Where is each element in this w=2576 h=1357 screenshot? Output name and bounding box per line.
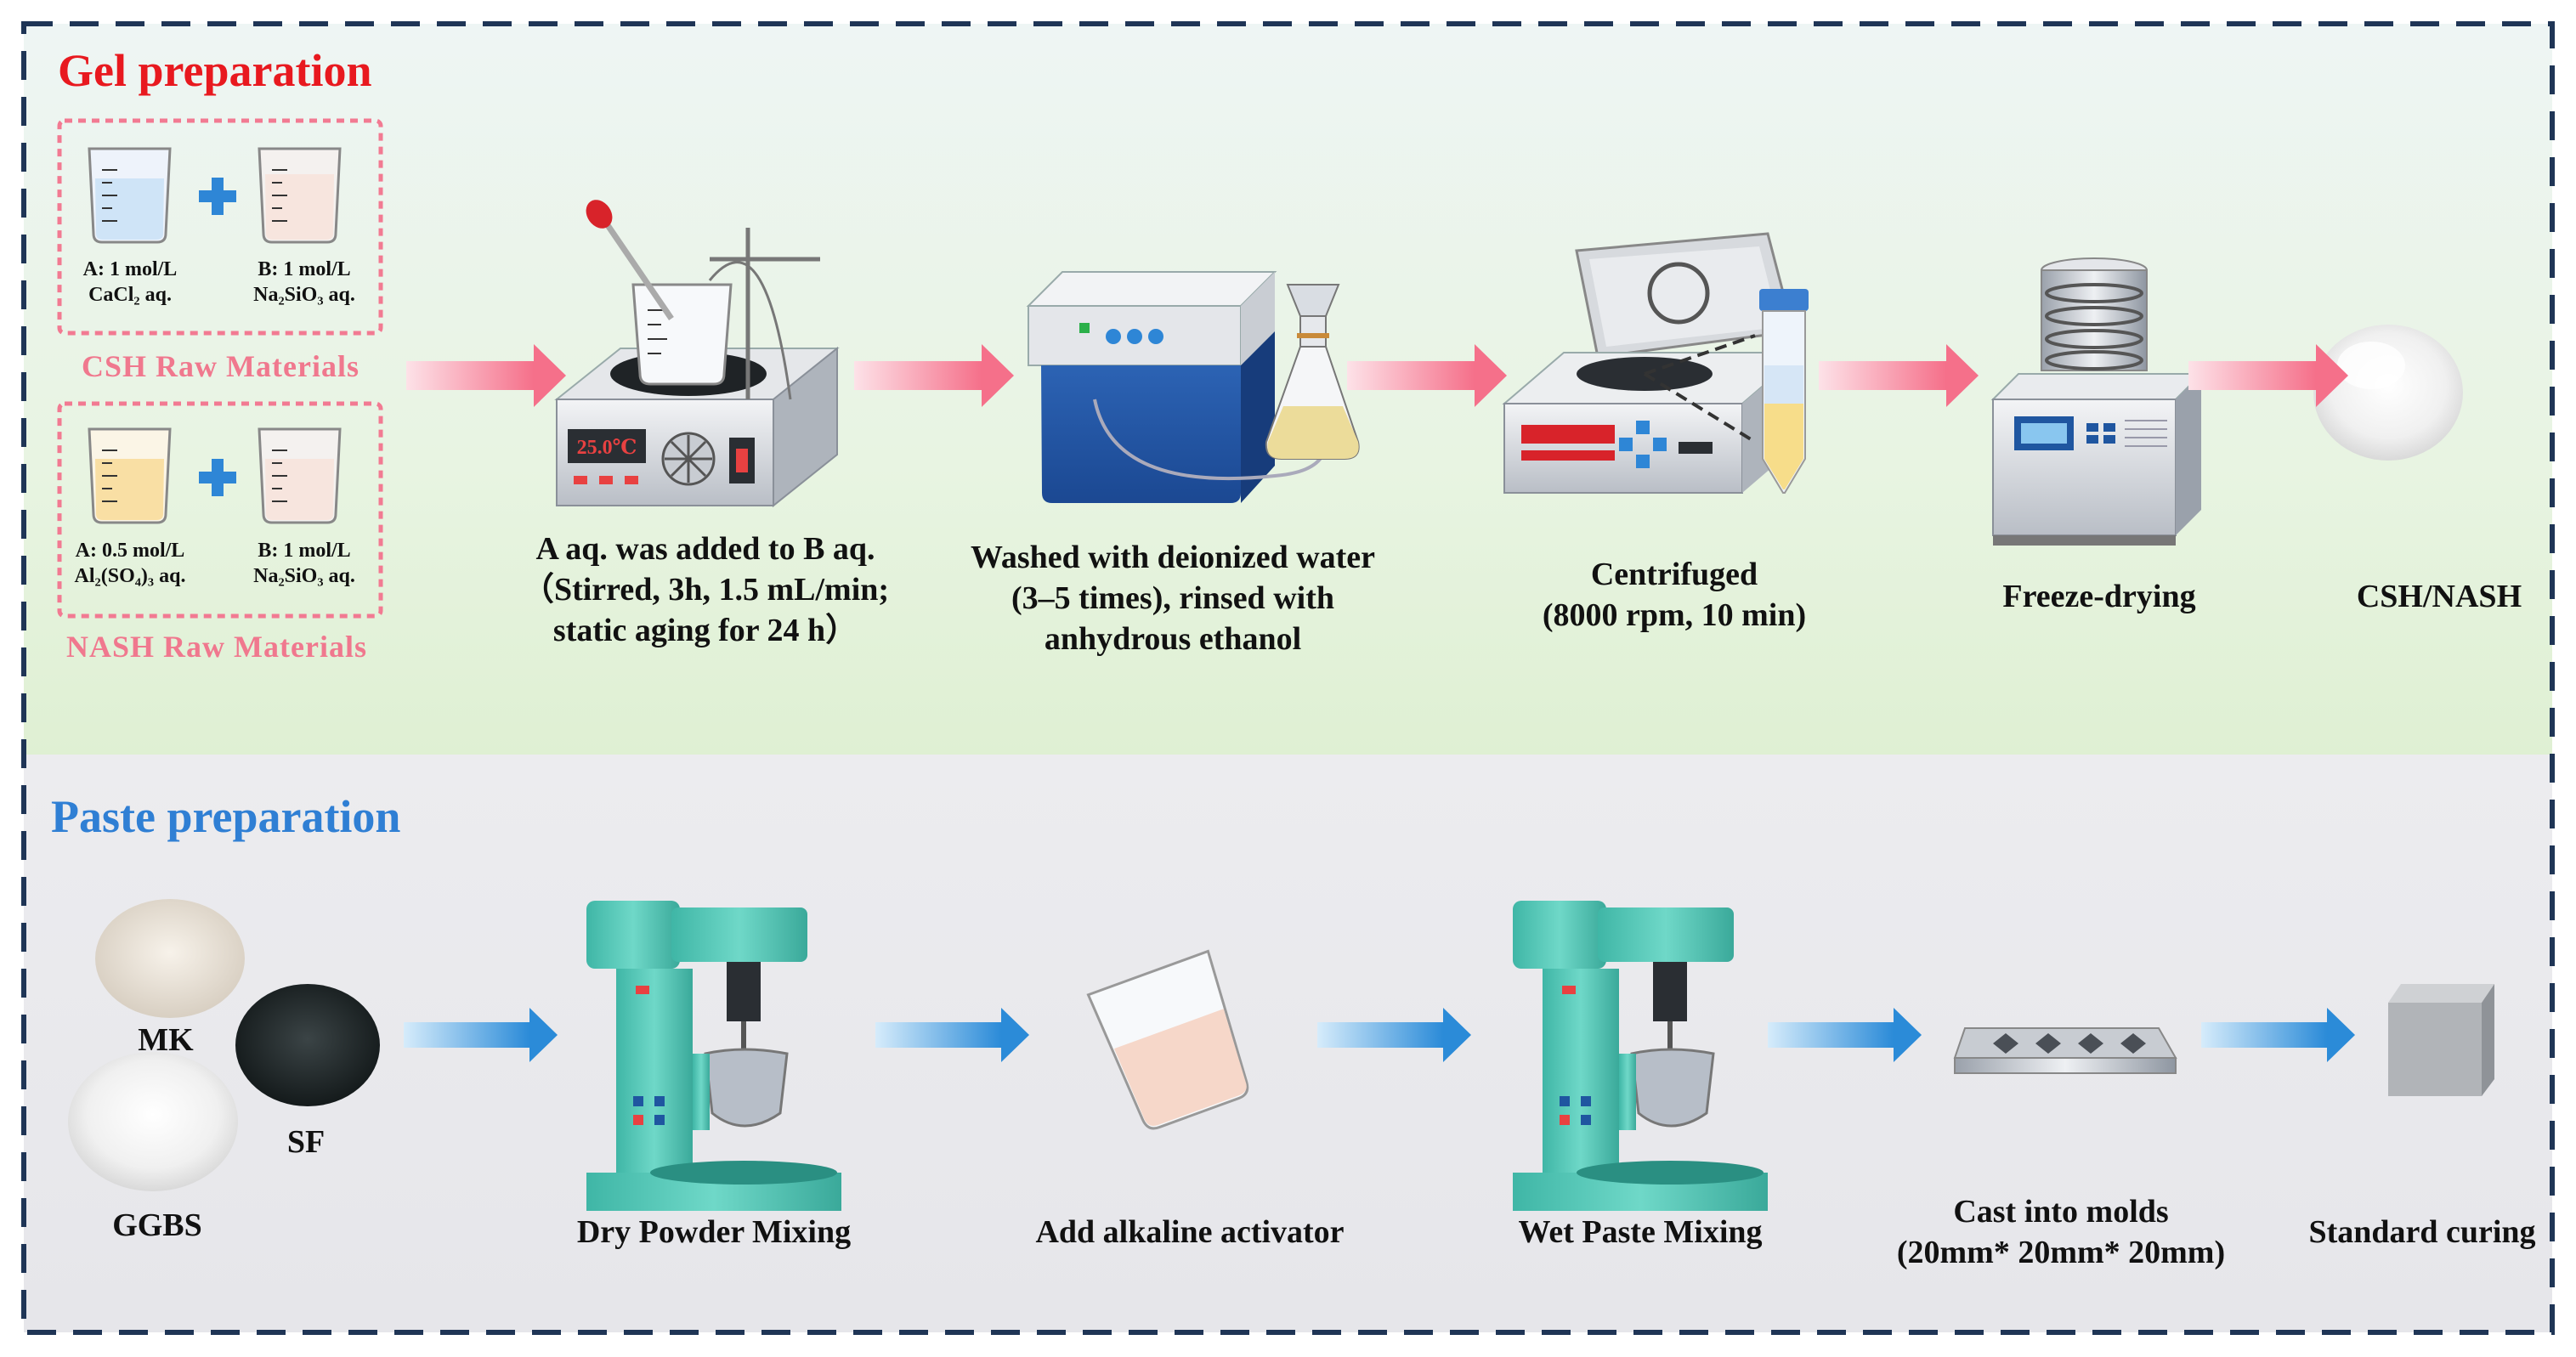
sf-label: SF bbox=[286, 1124, 326, 1160]
label-line: (8000 rpm, 10 min) bbox=[1542, 597, 1807, 633]
sf-powder-icon bbox=[235, 984, 380, 1106]
freeze-dryer-icon bbox=[1990, 257, 2204, 546]
beaker-b-csh-label: B: 1 mol/L Na₂SiO₃ aq. bbox=[241, 257, 368, 308]
label-line: A: 1 mol/L bbox=[82, 258, 178, 280]
pink-arrow bbox=[2188, 344, 2348, 407]
dashed-frame bbox=[21, 21, 2555, 1335]
label-line: static aging for 24 h） bbox=[552, 613, 858, 648]
label-line: A aq. was added to B aq. bbox=[535, 531, 875, 567]
label-line: Standard curing bbox=[2308, 1214, 2536, 1250]
label-line: Al₂(SO₄)₃ aq. bbox=[74, 565, 186, 587]
label-line: （Stirred, 3h, 1.5 mL/min; bbox=[521, 572, 890, 608]
pink-arrow bbox=[854, 344, 1014, 407]
step-label-centrifuged: Centrifuged (8000 rpm, 10 min) bbox=[1496, 554, 1853, 636]
label-line: CaCl₂ aq. bbox=[88, 284, 172, 306]
label-line: Dry Powder Mixing bbox=[576, 1214, 852, 1250]
label-line: A: 0.5 mol/L bbox=[75, 540, 185, 562]
activator-beaker-icon bbox=[1086, 949, 1249, 1130]
label-line: Centrifuged bbox=[1590, 557, 1758, 592]
gel-powder-icon bbox=[2313, 325, 2463, 461]
beaker-a-csh-label: A: 1 mol/L CaCl₂ aq. bbox=[66, 257, 194, 308]
stirrer-display: 25.0℃ bbox=[577, 437, 637, 459]
label-line: Na₂SiO₃ aq. bbox=[253, 284, 355, 306]
beaker-b-nash-icon bbox=[258, 427, 342, 524]
label-line: (3–5 times), rinsed with bbox=[1011, 580, 1334, 616]
beaker-a-csh-icon bbox=[88, 147, 172, 244]
nash-raw-box bbox=[57, 401, 383, 619]
ggbs-powder-icon bbox=[68, 1052, 238, 1191]
blue-arrow bbox=[875, 1008, 1029, 1062]
water-bath-icon bbox=[1026, 271, 1360, 503]
step-label-product: CSH/NASH bbox=[2312, 576, 2567, 617]
mk-label: MK bbox=[138, 1022, 194, 1058]
label-line: B: 1 mol/L bbox=[258, 540, 351, 562]
label-line: anhydrous ethanol bbox=[1044, 621, 1302, 657]
pink-arrow bbox=[1347, 344, 1507, 407]
plus-icon bbox=[199, 178, 236, 215]
label-line: B: 1 mol/L bbox=[258, 258, 351, 280]
blue-arrow bbox=[404, 1008, 558, 1062]
mixer-icon bbox=[1513, 901, 1768, 1211]
beaker-a-nash-icon bbox=[88, 427, 172, 524]
plus-icon bbox=[199, 459, 236, 496]
cured-cube-icon bbox=[2388, 984, 2494, 1096]
label-line: Wet Paste Mixing bbox=[1518, 1214, 1763, 1250]
blue-arrow bbox=[1317, 1008, 1471, 1062]
step-label-activator: Add alkaline activator bbox=[986, 1212, 1394, 1252]
mixer-icon bbox=[586, 901, 841, 1211]
step-label-curing: Standard curing bbox=[2278, 1212, 2567, 1252]
label-line: Freeze-drying bbox=[2002, 579, 2196, 614]
step-label-mixing: A aq. was added to B aq. （Stirred, 3h, 1… bbox=[484, 529, 926, 651]
label-line: Washed with deionized water bbox=[970, 540, 1376, 575]
step-label-wet-mixing: Wet Paste Mixing bbox=[1462, 1212, 1819, 1252]
step-label-freeze-drying: Freeze-drying bbox=[1955, 576, 2244, 617]
label-line: Add alkaline activator bbox=[1035, 1214, 1345, 1250]
label-line: CSH/NASH bbox=[2356, 579, 2522, 614]
beaker-b-csh-icon bbox=[258, 147, 342, 244]
blue-arrow bbox=[2201, 1008, 2355, 1062]
step-label-casting: Cast into molds (20mm* 20mm* 20mm) bbox=[1870, 1191, 2252, 1273]
step-label-washing: Washed with deionized water (3–5 times),… bbox=[952, 537, 1394, 659]
csh-raw-box bbox=[57, 118, 383, 336]
step-label-dry-mixing: Dry Powder Mixing bbox=[527, 1212, 901, 1252]
mk-powder-icon bbox=[95, 899, 245, 1018]
pink-arrow bbox=[406, 344, 566, 407]
pink-arrow bbox=[1819, 344, 1979, 407]
gel-section-title: Gel preparation bbox=[58, 45, 372, 96]
centrifuge-icon bbox=[1502, 232, 1809, 494]
mold-icon bbox=[1953, 1027, 2177, 1074]
label-line: Cast into molds bbox=[1953, 1194, 2169, 1230]
beaker-b-nash-label: B: 1 mol/L Na₂SiO₃ aq. bbox=[241, 538, 368, 589]
nash-group-title: NASH Raw Materials bbox=[66, 630, 367, 664]
ggbs-label: GGBS bbox=[112, 1207, 202, 1243]
blue-arrow bbox=[1768, 1008, 1922, 1062]
beaker-a-nash-label: A: 0.5 mol/L Al₂(SO₄)₃ aq. bbox=[66, 538, 194, 589]
magnetic-stirrer-icon: 25.0℃ bbox=[554, 200, 840, 508]
label-line: Na₂SiO₃ aq. bbox=[253, 565, 355, 587]
csh-group-title: CSH Raw Materials bbox=[82, 349, 360, 383]
paste-section-title: Paste preparation bbox=[51, 791, 401, 842]
label-line: (20mm* 20mm* 20mm) bbox=[1896, 1235, 2226, 1270]
